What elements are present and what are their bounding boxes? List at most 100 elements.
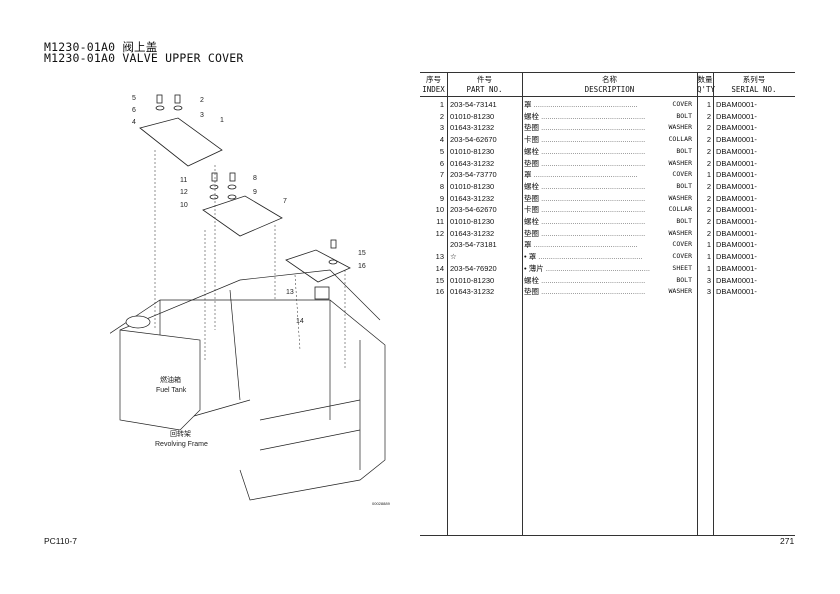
row-description: 螺栓 .....................................… [524, 217, 646, 226]
row-description-en: BOLT [674, 274, 692, 287]
drawing-number: 00028889 [372, 501, 391, 506]
row-description: 垫圈 .....................................… [524, 228, 646, 238]
row-part-no: 01643-31232 [450, 123, 495, 133]
row-qty: 1 [706, 252, 711, 262]
row-description: • 罩 ....................................… [524, 252, 643, 262]
row-description-en: COVER [670, 251, 692, 263]
row-part-no: 203-54-62670 [450, 135, 497, 145]
row-serial: DBAM0001- [716, 228, 757, 238]
callout-15: 15 [358, 250, 366, 257]
revolving-frame-shape [110, 269, 386, 501]
row-part-no: 01010-81230 [450, 217, 495, 226]
row-index: 13 [435, 252, 444, 262]
table-row: 13 ☆ • 罩 .................................… [420, 251, 795, 263]
row-serial: DBAM0001- [716, 252, 757, 262]
row-qty: 2 [706, 111, 711, 121]
row-serial: DBAM0001- [716, 111, 757, 121]
row-description: 螺栓 .....................................… [524, 181, 646, 191]
row-description: 罩 ......................................… [524, 240, 638, 250]
row-serial: DBAM0001- [716, 123, 757, 133]
frame-label-en: Revolving Frame [155, 441, 208, 448]
table-row: 15 01010-81230 螺栓 ........................… [420, 274, 795, 287]
callout-8: 8 [253, 175, 257, 182]
row-qty: 1 [706, 263, 711, 273]
row-part-no: 01643-31232 [450, 158, 495, 168]
row-part-no: 203-54-62670 [450, 205, 497, 215]
row-serial: DBAM0001- [716, 181, 757, 191]
row-serial: DBAM0001- [716, 217, 757, 226]
callout-14: 14 [296, 318, 304, 325]
row-qty: 2 [706, 228, 711, 238]
row-description-en: COVER [670, 169, 692, 181]
row-serial: DBAM0001- [716, 205, 757, 215]
page-number: 271 [780, 536, 795, 546]
row-qty: 2 [706, 181, 711, 191]
row-part-no: 203-54-73770 [450, 170, 497, 180]
row-description-en: WASHER [666, 122, 692, 135]
table-row: 1 203-54-73141 罩 .........................… [420, 99, 795, 111]
callout-13: 13 [286, 289, 294, 296]
callout-4: 4 [132, 119, 136, 126]
row-description: 垫圈 .....................................… [524, 123, 646, 133]
row-qty: 2 [706, 158, 711, 168]
row-part-no: 01643-31232 [450, 193, 495, 203]
callout-10: 10 [180, 202, 188, 209]
row-index: 9 [439, 193, 444, 203]
bolt-icon [156, 94, 181, 104]
row-index: 7 [439, 170, 444, 180]
row-index: 5 [439, 146, 444, 156]
row-qty: 2 [706, 135, 711, 145]
row-description: 罩 ......................................… [524, 100, 638, 109]
row-description-en: BOLT [674, 180, 692, 193]
row-description: • 薄片 ...................................… [524, 263, 650, 273]
row-serial: DBAM0001- [716, 135, 757, 145]
row-qty: 2 [706, 205, 711, 215]
row-qty: 1 [706, 100, 711, 109]
row-part-no: 01010-81230 [450, 146, 495, 156]
callout-6: 6 [132, 107, 136, 114]
row-description: 螺栓 .....................................… [524, 111, 646, 121]
row-description-en: COLLAR [666, 134, 692, 146]
page-title-cn: M1230-01A0 阀上盖 [44, 40, 158, 54]
row-serial: DBAM0001- [716, 193, 757, 203]
row-index: 1 [439, 100, 444, 109]
exploded-parts-drawing: 5 6 4 2 3 1 11 12 10 8 9 7 15 16 13 14 燃… [110, 94, 391, 506]
row-description-en: WASHER [666, 227, 692, 240]
cover-13-shape [285, 249, 351, 283]
row-description: 螺栓 .....................................… [524, 275, 646, 285]
row-qty: 3 [706, 287, 711, 297]
row-index: 15 [435, 275, 444, 285]
row-part-no: 203-54-73141 [450, 100, 497, 109]
row-part-no: 01010-81230 [450, 275, 495, 285]
row-qty: 3 [706, 275, 711, 285]
callout-12: 12 [180, 189, 188, 196]
row-index: 11 [436, 217, 444, 226]
callout-5: 5 [132, 95, 136, 102]
row-description-en: BOLT [674, 145, 692, 158]
row-description-en: WASHER [666, 192, 692, 205]
row-description: 卡圈 .....................................… [524, 205, 646, 215]
row-index: 8 [439, 181, 444, 191]
callout-2: 2 [200, 97, 204, 104]
cover-1-shape [139, 117, 223, 167]
row-serial: DBAM0001- [716, 263, 757, 273]
row-description: 罩 ......................................… [524, 170, 638, 180]
row-description-en: WASHER [666, 157, 692, 170]
row-description-en: COVER [670, 239, 692, 252]
row-part-no: ☆ [450, 252, 457, 262]
row-index: 10 [435, 205, 444, 215]
row-serial: DBAM0001- [716, 240, 757, 250]
callout-7: 7 [283, 198, 287, 205]
row-index: 2 [439, 111, 444, 121]
row-serial: DBAM0001- [716, 158, 757, 168]
